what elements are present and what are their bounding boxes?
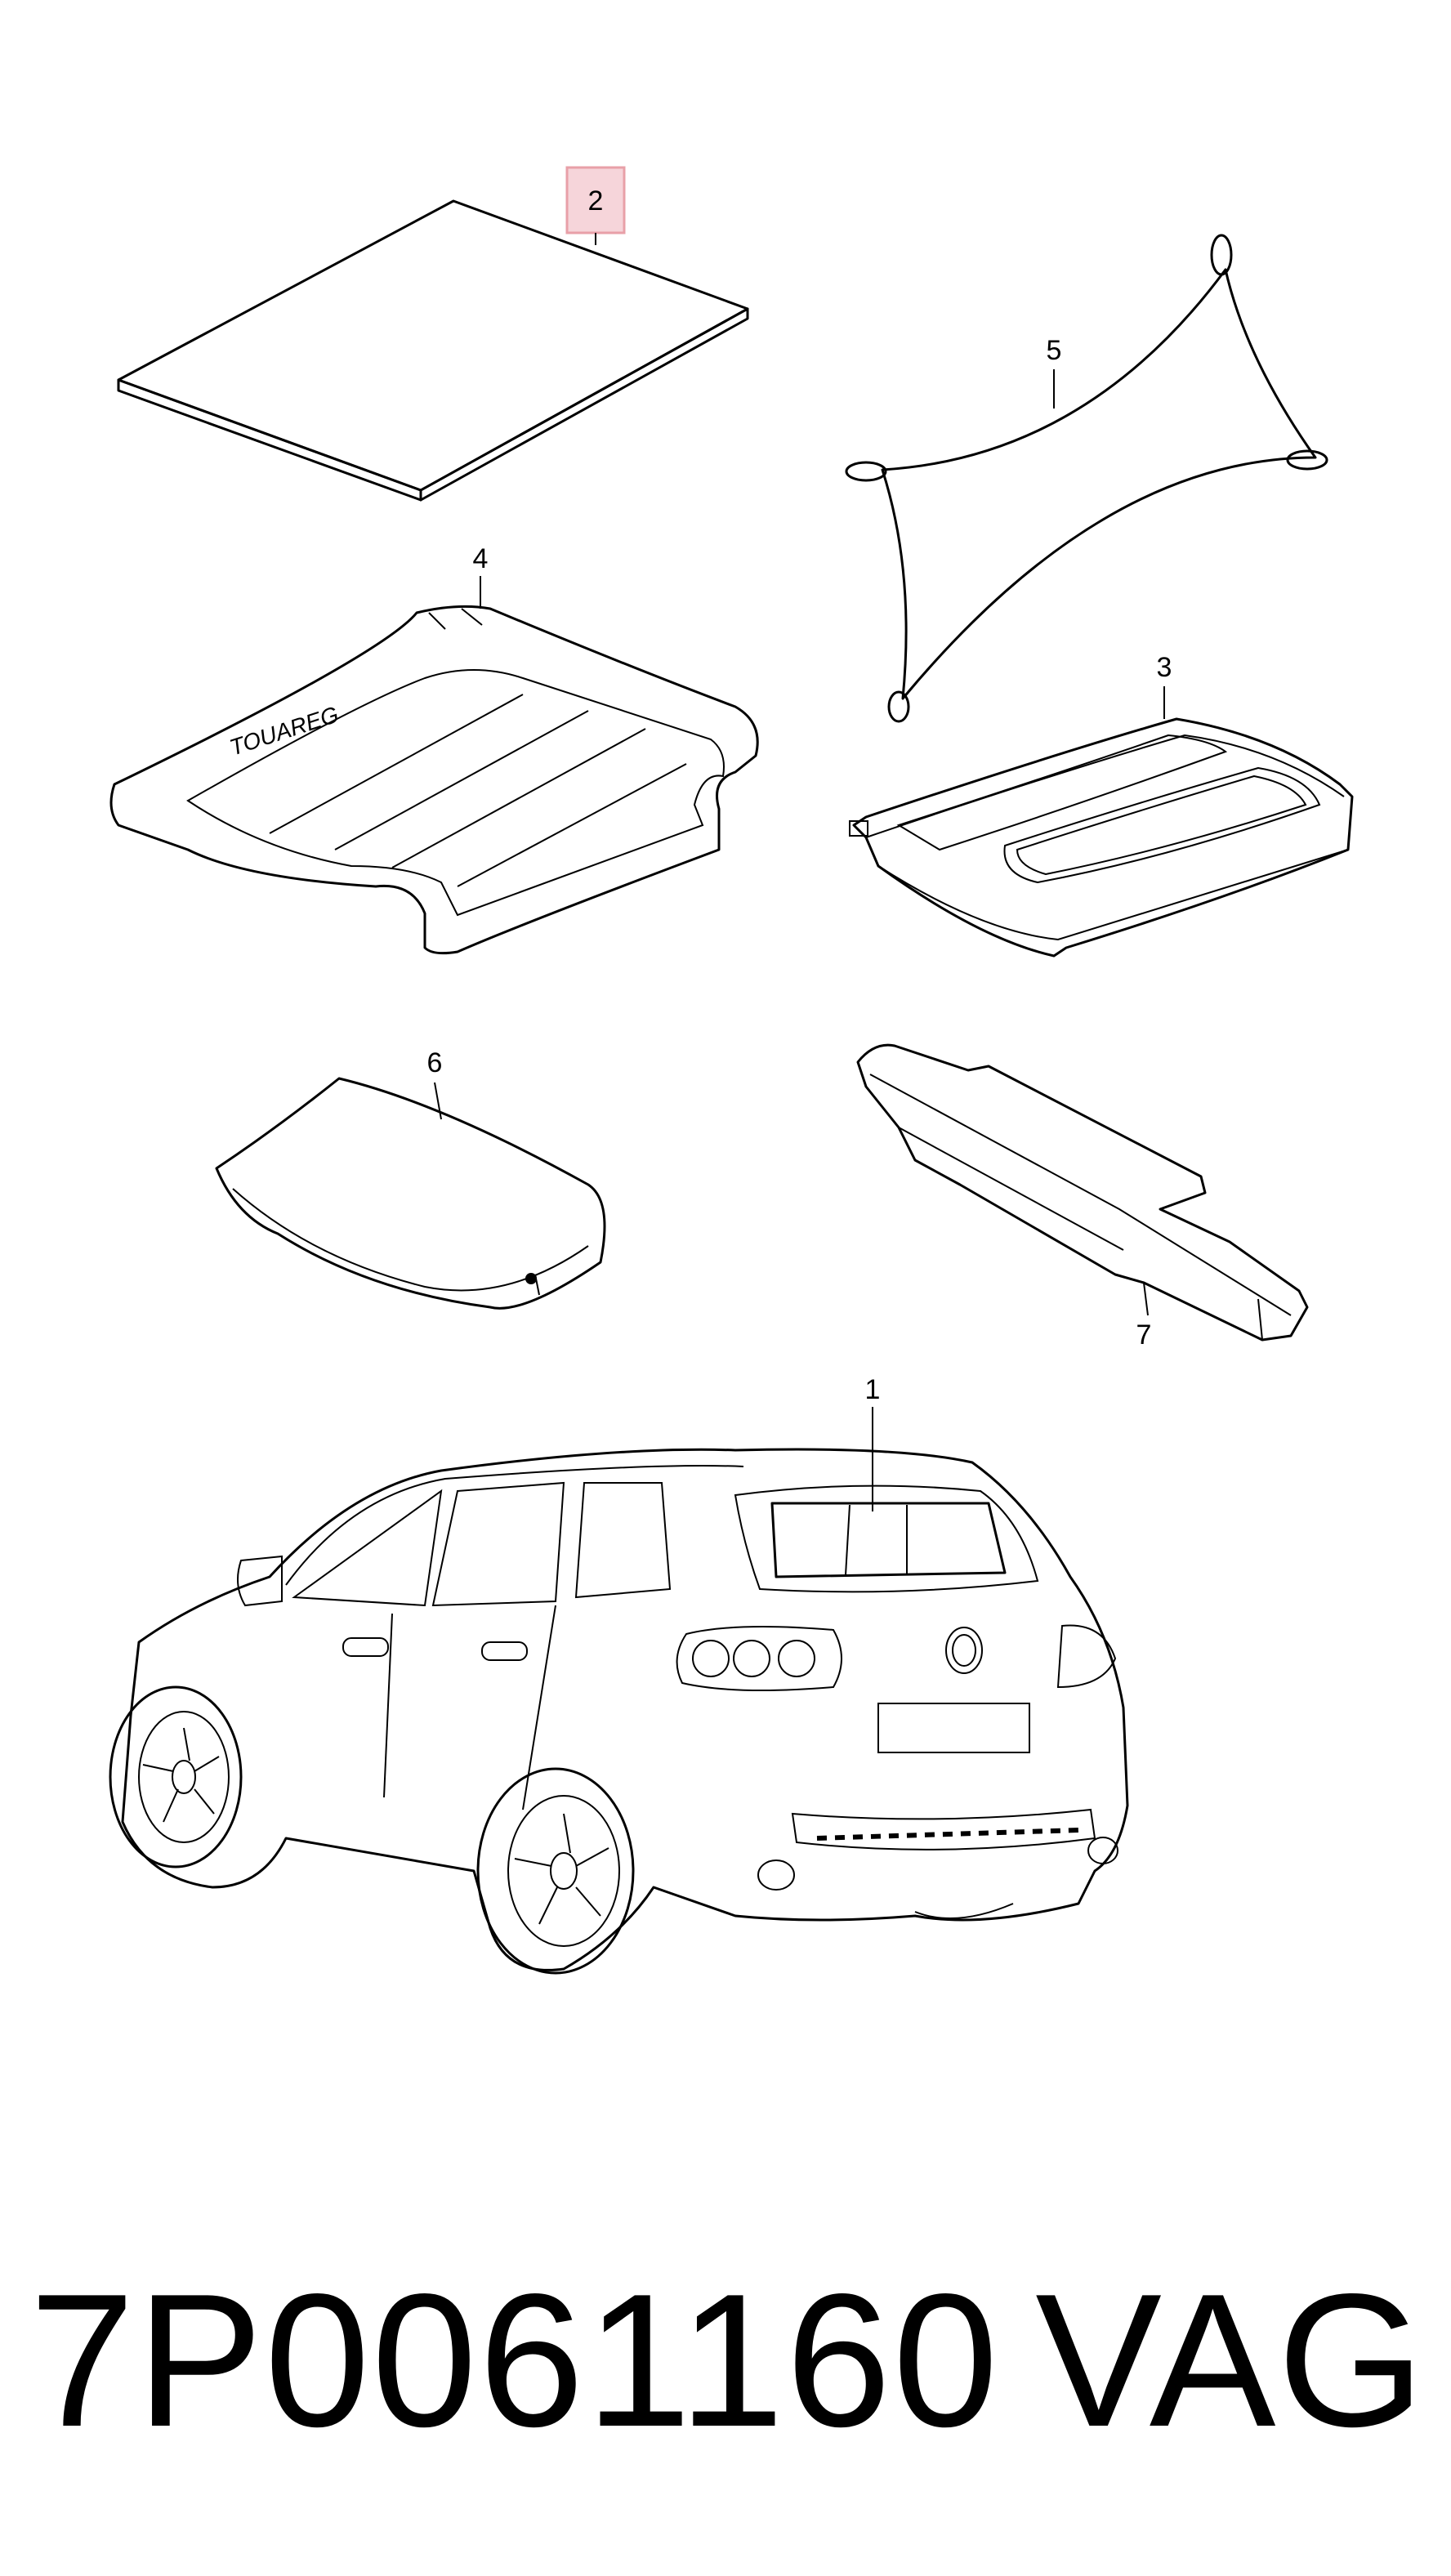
brand-label: VAG (1035, 2255, 1426, 2467)
parts-diagram: 2 5 TOUAREG 4 3 (109, 166, 1354, 1975)
mat-brand-text: TOUAREG (226, 702, 342, 761)
callout-5[interactable]: 5 (1047, 335, 1062, 408)
part-number-footer: 7P0061160 VAG (0, 2239, 1451, 2484)
part-7-luggage-roller-cover (856, 1043, 1309, 1342)
callout-4-label: 4 (473, 543, 489, 574)
callout-4[interactable]: 4 (473, 543, 489, 609)
part-4-trunk-mat: TOUAREG (109, 605, 759, 955)
callout-5-label: 5 (1047, 335, 1062, 366)
rear-wheel (476, 1767, 635, 1975)
rear-wheel-far (914, 1903, 1014, 1919)
part-2-rubber-mat (117, 199, 749, 502)
part-1-vehicle-partition-net (109, 1448, 1129, 1975)
callout-3-label: 3 (1157, 652, 1172, 683)
front-wheel (109, 1685, 243, 1868)
part-number: 7P0061160 (29, 2255, 1000, 2467)
callout-2-label: 2 (588, 185, 604, 217)
callout-7-label: 7 (1136, 1319, 1152, 1351)
callout-6-label: 6 (427, 1047, 443, 1078)
callout-1-label: 1 (865, 1374, 881, 1405)
callout-6[interactable]: 6 (427, 1047, 443, 1120)
callout-1[interactable]: 1 (865, 1374, 881, 1511)
callout-7[interactable]: 7 (1136, 1282, 1152, 1351)
part-6-storage-bag (215, 1077, 606, 1310)
callout-2[interactable]: 2 (565, 166, 626, 245)
part-3-luggage-compartment-cover (849, 717, 1354, 958)
callout-3[interactable]: 3 (1157, 652, 1172, 719)
part-5-luggage-net (845, 234, 1328, 723)
